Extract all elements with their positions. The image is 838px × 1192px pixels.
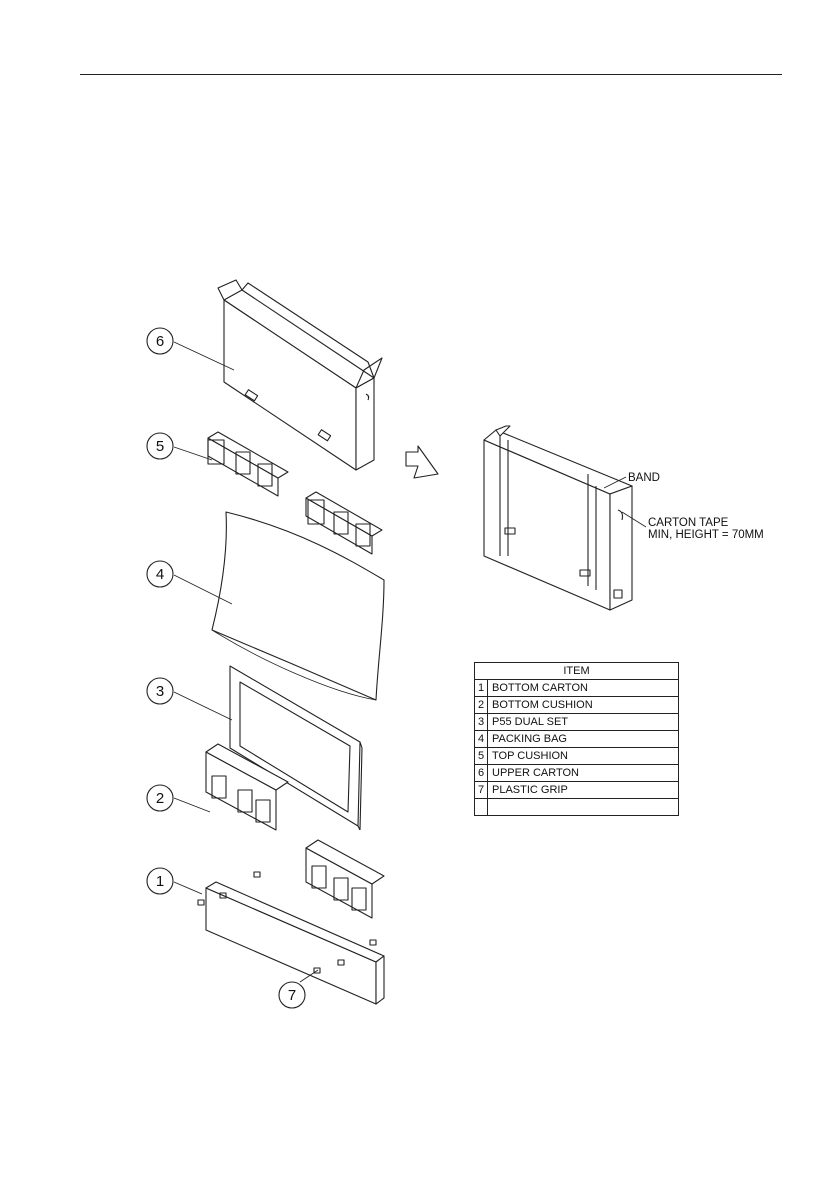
callout-6-label: 6	[156, 333, 164, 350]
callout-4: 4	[147, 561, 173, 587]
packed-carton	[484, 426, 632, 610]
item-number: 7	[475, 782, 488, 799]
item-name: UPPER CARTON	[488, 765, 679, 782]
table-row	[475, 799, 679, 816]
item-name: TOP CUSHION	[488, 748, 679, 765]
table-row: 1 BOTTOM CARTON	[475, 680, 679, 697]
table-row: 2 BOTTOM CUSHION	[475, 697, 679, 714]
callout-3: 3	[147, 678, 173, 704]
callout-1-label: 1	[156, 873, 164, 890]
carton-tape-label: CARTON TAPE	[648, 517, 729, 529]
callout-1: 1	[147, 868, 173, 894]
table-row: 5 TOP CUSHION	[475, 748, 679, 765]
table-row: 4 PACKING BAG	[475, 731, 679, 748]
item-name: BOTTOM CUSHION	[488, 697, 679, 714]
callout-7: 7	[279, 982, 305, 1008]
item-number: 3	[475, 714, 488, 731]
table-row: 6 UPPER CARTON	[475, 765, 679, 782]
callout-2-label: 2	[156, 790, 164, 807]
item-number: 4	[475, 731, 488, 748]
table-row: 7 PLASTIC GRIP	[475, 782, 679, 799]
item-table: ITEM 1 BOTTOM CARTON 2 BOTTOM CUSHION 3 …	[474, 662, 679, 816]
item-number: 6	[475, 765, 488, 782]
item-number: 1	[475, 680, 488, 697]
callout-2: 2	[147, 785, 173, 811]
item-number	[475, 799, 488, 816]
carton-tape-height-label: MIN, HEIGHT = 70MM	[648, 529, 764, 541]
item-name: BOTTOM CARTON	[488, 680, 679, 697]
table-row: 3 P55 DUAL SET	[475, 714, 679, 731]
upper-carton	[218, 280, 382, 470]
callout-3-label: 3	[156, 683, 164, 700]
callout-4-label: 4	[156, 566, 164, 583]
item-number: 2	[475, 697, 488, 714]
callout-6: 6	[147, 328, 173, 354]
item-name: PACKING BAG	[488, 731, 679, 748]
band-label: BAND	[628, 472, 660, 484]
item-number: 5	[475, 748, 488, 765]
callout-5-label: 5	[156, 438, 164, 455]
callout-7-label: 7	[288, 987, 296, 1004]
callout-5: 5	[147, 433, 173, 459]
item-name	[488, 799, 679, 816]
item-table-header-row: ITEM	[475, 663, 679, 680]
item-name: PLASTIC GRIP	[488, 782, 679, 799]
arrow-icon	[406, 446, 438, 478]
item-name: P55 DUAL SET	[488, 714, 679, 731]
item-table-header: ITEM	[475, 663, 679, 680]
